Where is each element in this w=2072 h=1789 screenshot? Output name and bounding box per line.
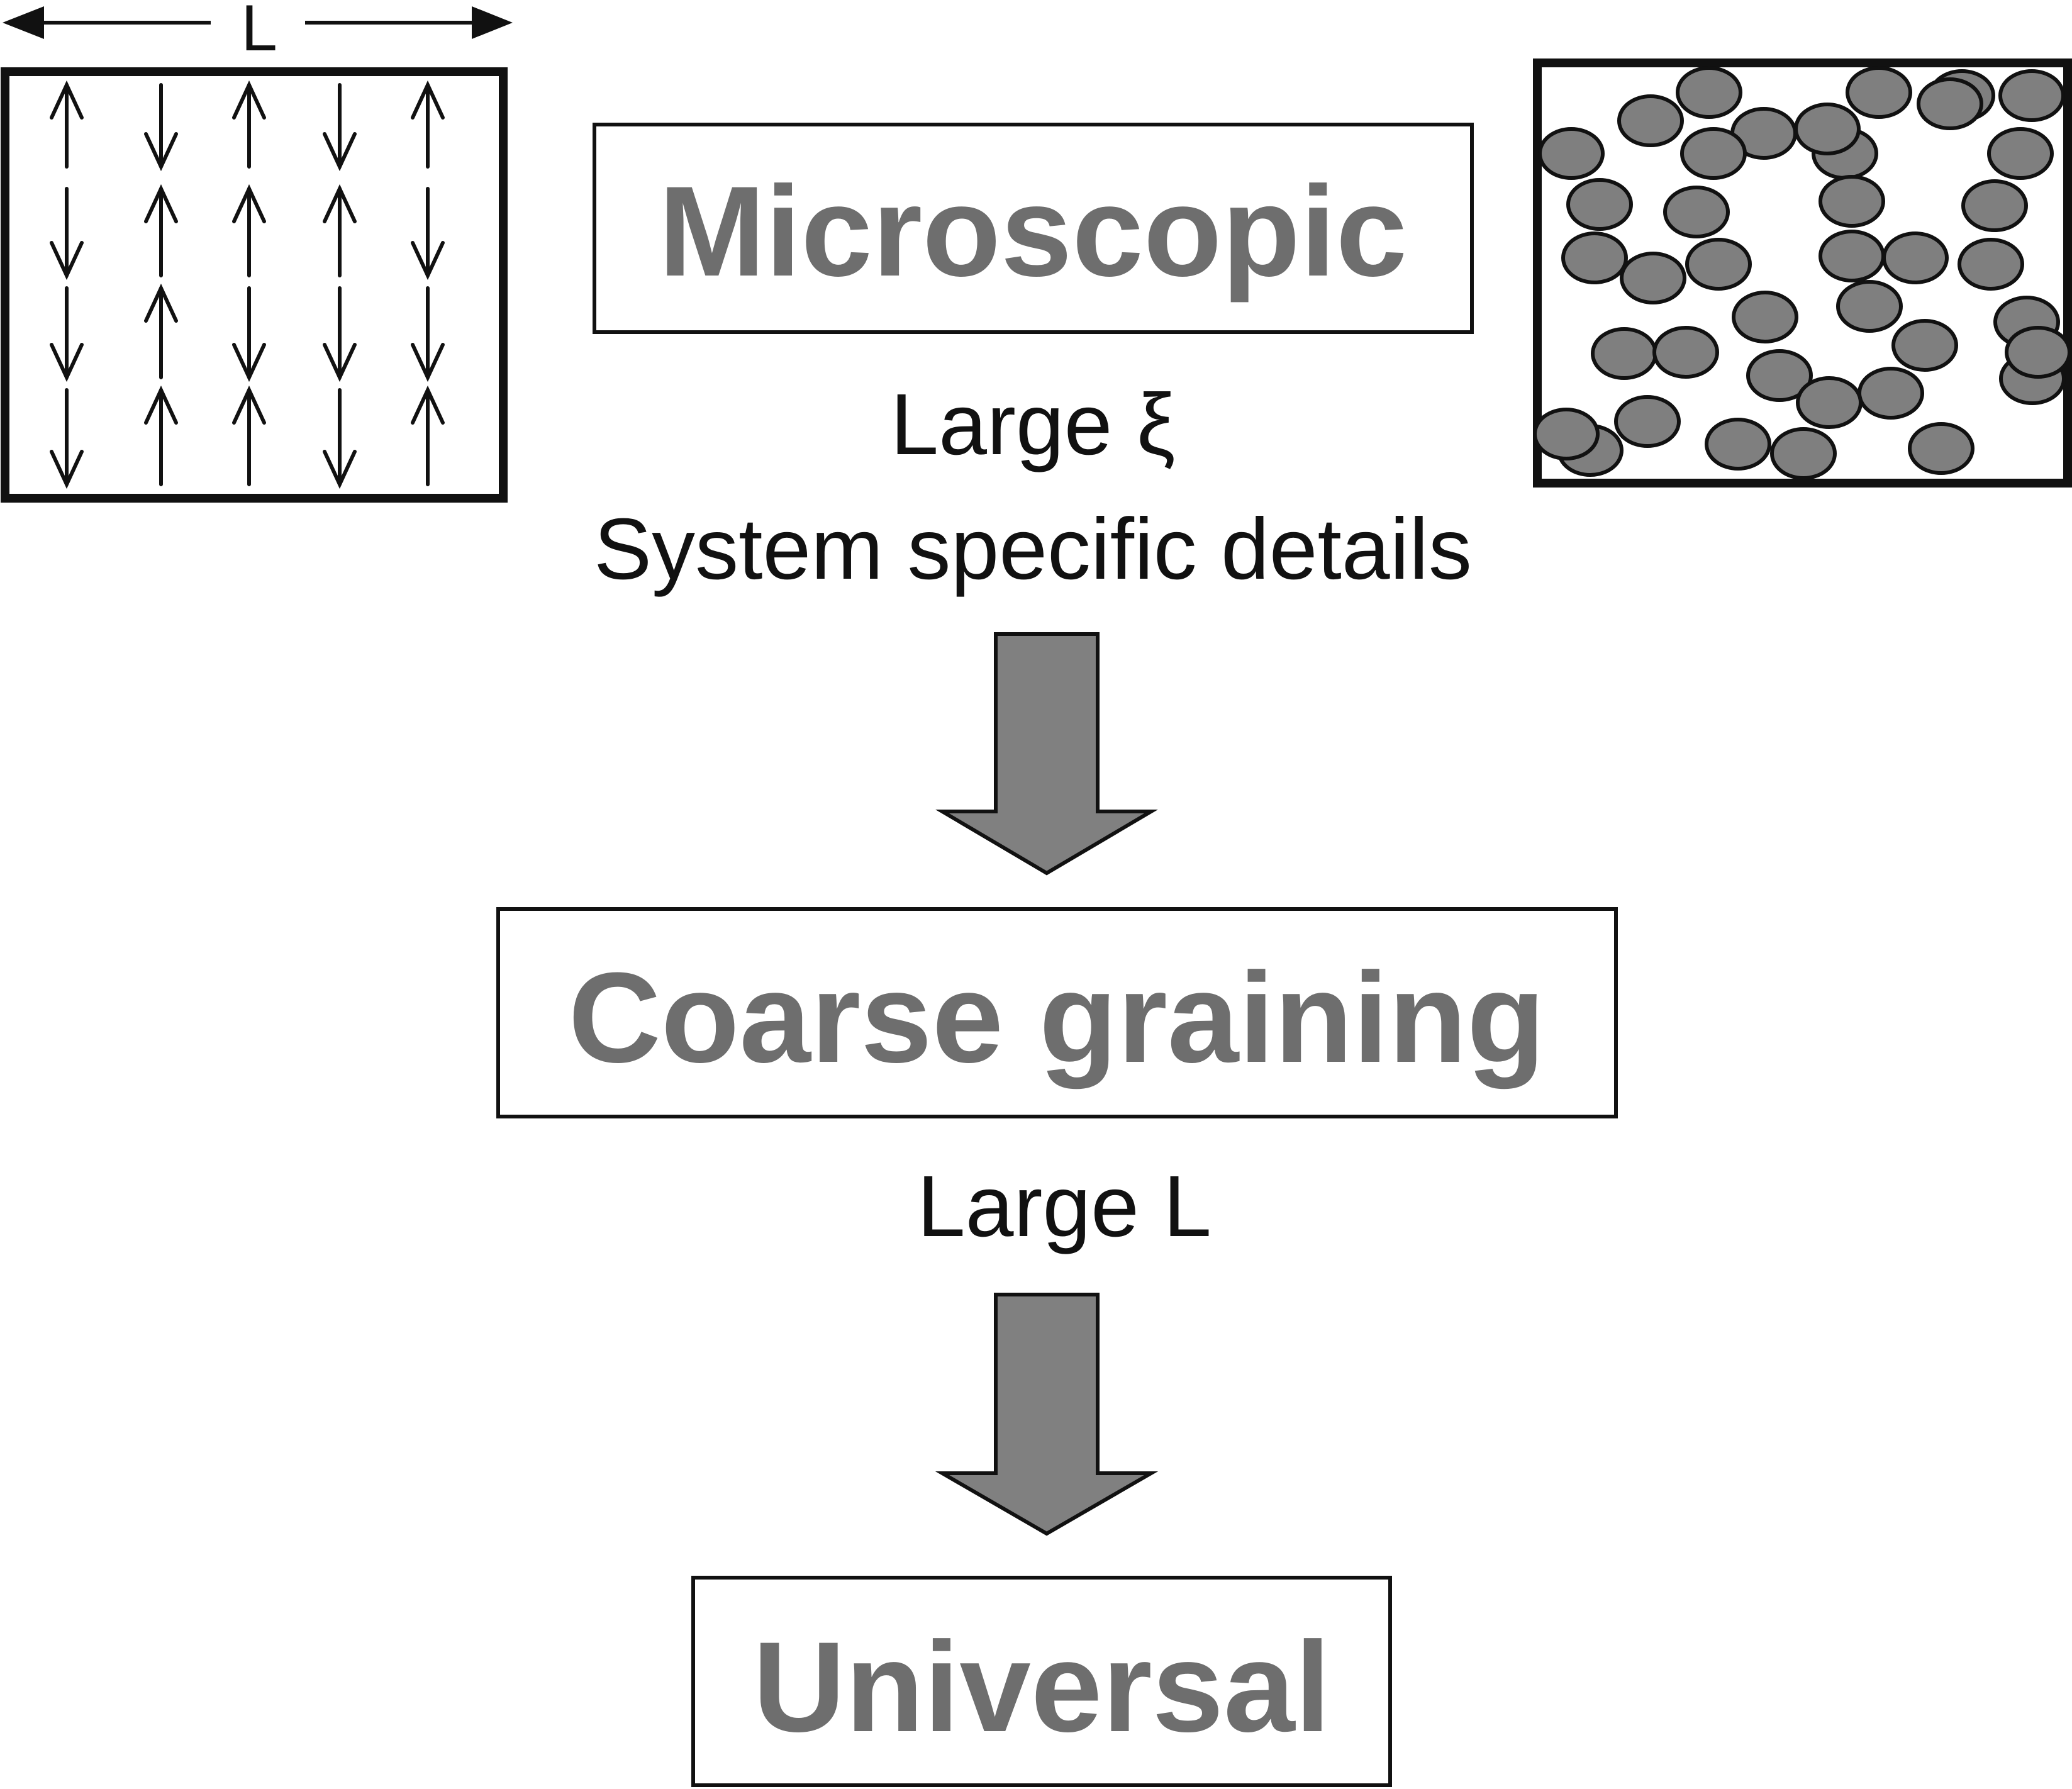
spin-up-arrow-icon (232, 385, 266, 486)
spin-down-arrow-icon (50, 388, 84, 489)
particles (1533, 66, 2071, 480)
spin-down-arrow-icon (411, 286, 445, 382)
spin-lattice-frame (1, 67, 508, 503)
spin-up-arrow-icon (50, 80, 84, 169)
coarse-graining-label: Coarse graining (568, 946, 1545, 1090)
spin-lattice (1, 67, 508, 503)
spin-up-arrow-icon (232, 184, 266, 277)
particle (1652, 326, 1719, 379)
flow-arrow-down-2 (935, 1293, 1159, 1536)
spin-up-arrow-icon (323, 184, 357, 277)
microscopic-box (593, 123, 1474, 334)
particle (1998, 69, 2065, 122)
spin-up-arrow-icon (144, 283, 178, 379)
spin-up-arrow-icon (144, 184, 178, 277)
spin-down-arrow-icon (144, 83, 178, 172)
spin-down-arrow-icon (323, 388, 357, 489)
particle (1770, 427, 1837, 480)
spin-up-arrow-icon (411, 80, 445, 169)
particle (1836, 280, 1903, 333)
particle (1908, 422, 1975, 475)
spin-arrows (50, 80, 445, 489)
stage-microscopic: Microscopic (593, 123, 1474, 334)
particle (1676, 66, 1742, 119)
caption-large-l: Large L (917, 1158, 1211, 1255)
particle (1882, 231, 1949, 284)
spin-down-arrow-icon (50, 187, 84, 281)
particle (1591, 327, 1657, 380)
caption-large-xi: Large ξ (890, 376, 1175, 473)
spin-down-arrow-icon (323, 286, 357, 382)
length-indicator: L (3, 0, 513, 65)
particle (1987, 127, 2054, 180)
particle (1533, 408, 1600, 460)
spin-down-arrow-icon (232, 286, 266, 382)
particle (1561, 231, 1628, 284)
particle (1663, 186, 1730, 238)
universal-box (691, 1576, 1392, 1787)
particle (1796, 376, 1863, 429)
particle (1680, 127, 1747, 180)
particle (1917, 77, 1983, 130)
particle (1538, 127, 1605, 180)
particle (1685, 238, 1752, 291)
particle (2005, 326, 2071, 379)
particle (1794, 103, 1861, 155)
particle (1614, 395, 1681, 448)
particle (1961, 179, 2028, 232)
particle (1819, 230, 1885, 282)
particle (1846, 66, 1912, 119)
length-arrow-right-head (472, 6, 513, 39)
spin-down-arrow-icon (323, 83, 357, 172)
particle (1732, 291, 1798, 343)
stage-coarse-graining: Coarse graining (496, 907, 1618, 1118)
particle (1819, 175, 1885, 228)
coarse-graining-box (496, 907, 1618, 1118)
length-label: L (241, 0, 277, 65)
caption-system-specific: System specific details (594, 501, 1472, 598)
spin-up-arrow-icon (232, 80, 266, 169)
flow-arrow-down-1 (935, 632, 1158, 876)
particle (1620, 252, 1686, 304)
particle (1566, 178, 1633, 231)
particle (1617, 94, 1684, 147)
particle (1891, 319, 1958, 372)
universal-label: Universal (753, 1615, 1331, 1759)
particle (1705, 418, 1771, 471)
microscopic-label: Microscopic (659, 160, 1407, 303)
spin-up-arrow-icon (144, 385, 178, 486)
particle-system (1533, 59, 2072, 488)
length-arrow-left-head (3, 6, 44, 39)
particle (1858, 367, 1924, 420)
spin-up-arrow-icon (411, 385, 445, 486)
spin-down-arrow-icon (50, 286, 84, 382)
stage-universal: Universal (691, 1576, 1392, 1787)
particle (1958, 238, 2024, 291)
spin-down-arrow-icon (411, 187, 445, 281)
particle (1746, 349, 1813, 402)
